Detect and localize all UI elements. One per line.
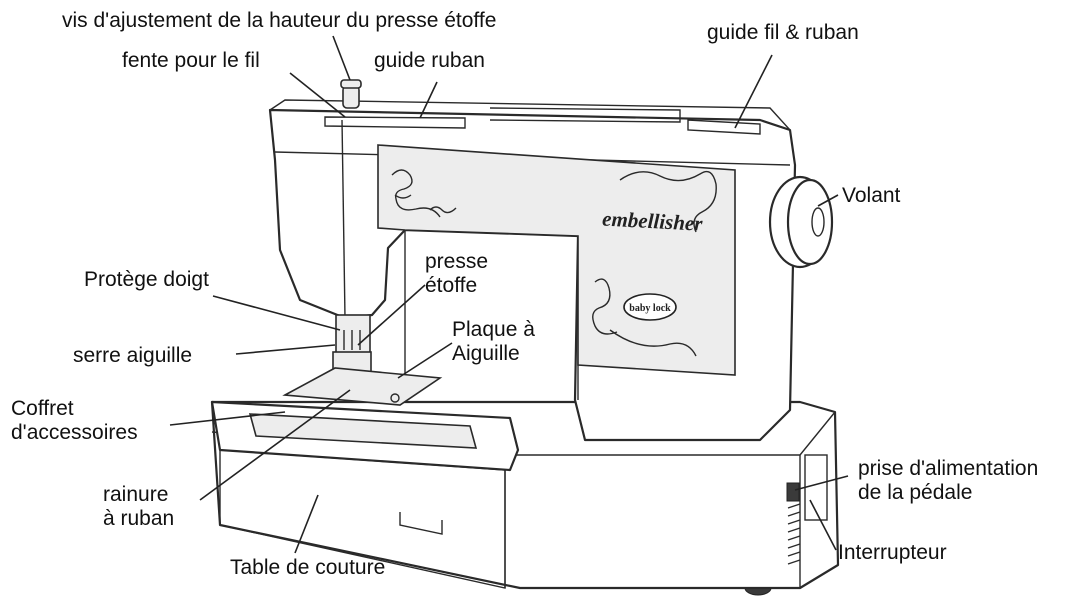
sewing-table-front [219,450,506,589]
needle-bar-drawing [341,119,346,319]
needle-clamp-drawing [335,314,371,354]
foot-ribs [343,330,361,350]
label-height-screw: vis d'ajustement de la hauteur du presse… [62,9,497,32]
power-socket-drawing [786,482,800,502]
leader-needle-clamp [235,344,336,355]
leader-presser-foot [357,284,426,346]
label-switch: Interrupteur [838,541,947,564]
label-handwheel: Volant [842,184,901,207]
brand-logo-badge [623,293,677,321]
leader-accessory-box [169,411,286,426]
vent-slats [787,503,801,565]
label-ribbon-guide: guide ruban [374,49,485,72]
leader-needle-plate [397,342,453,379]
leader-thread-slot [289,72,346,118]
top-groove-guide [687,119,761,135]
label-thread-slot: fente pour le fil [122,49,260,72]
top-groove-right [489,107,681,123]
leader-ribbon-guide [419,81,438,119]
label-sewing-table: Table de couture [230,556,386,579]
brand-model-name: embellisher [602,207,704,236]
label-needle-clamp: serre aiguille [73,344,193,367]
label-finger-guard: Protège doigt [84,268,209,291]
label-thread-ribbon-guide: guide fil & ruban [707,21,859,44]
leader-pedal-socket [794,475,849,491]
table-finger-notch [399,512,443,535]
leader-switch [809,499,837,551]
needle-plate-screw [390,393,400,403]
leader-lines [169,35,849,554]
brand-logo-text: baby lock [629,303,671,314]
height-screw-cap [340,79,362,89]
label-needle-plate: Plaque à Aiguille [452,318,535,365]
decor-swirls [391,169,717,357]
leader-sewing-table [294,494,319,554]
label-accessory-box: Coffret d'accessoires [11,397,138,444]
label-presser-foot: presse étoffe [425,250,489,297]
height-screw-drawing [342,85,360,109]
leader-ribbon-groove [199,389,351,501]
label-ribbon-groove: rainure à ruban [103,483,175,530]
leader-handwheel [817,194,839,207]
leader-thread-ribbon-guide [734,54,773,129]
top-groove [324,116,466,129]
handwheel-hub [811,207,825,237]
body-top-edge [269,99,791,131]
needle-plate-drawing [282,367,443,406]
leader-height-screw [332,35,351,81]
label-pedal-socket: prise d'alimentation de la pédale [858,457,1039,504]
handwheel-front [786,178,834,266]
leader-finger-guard [212,295,341,331]
